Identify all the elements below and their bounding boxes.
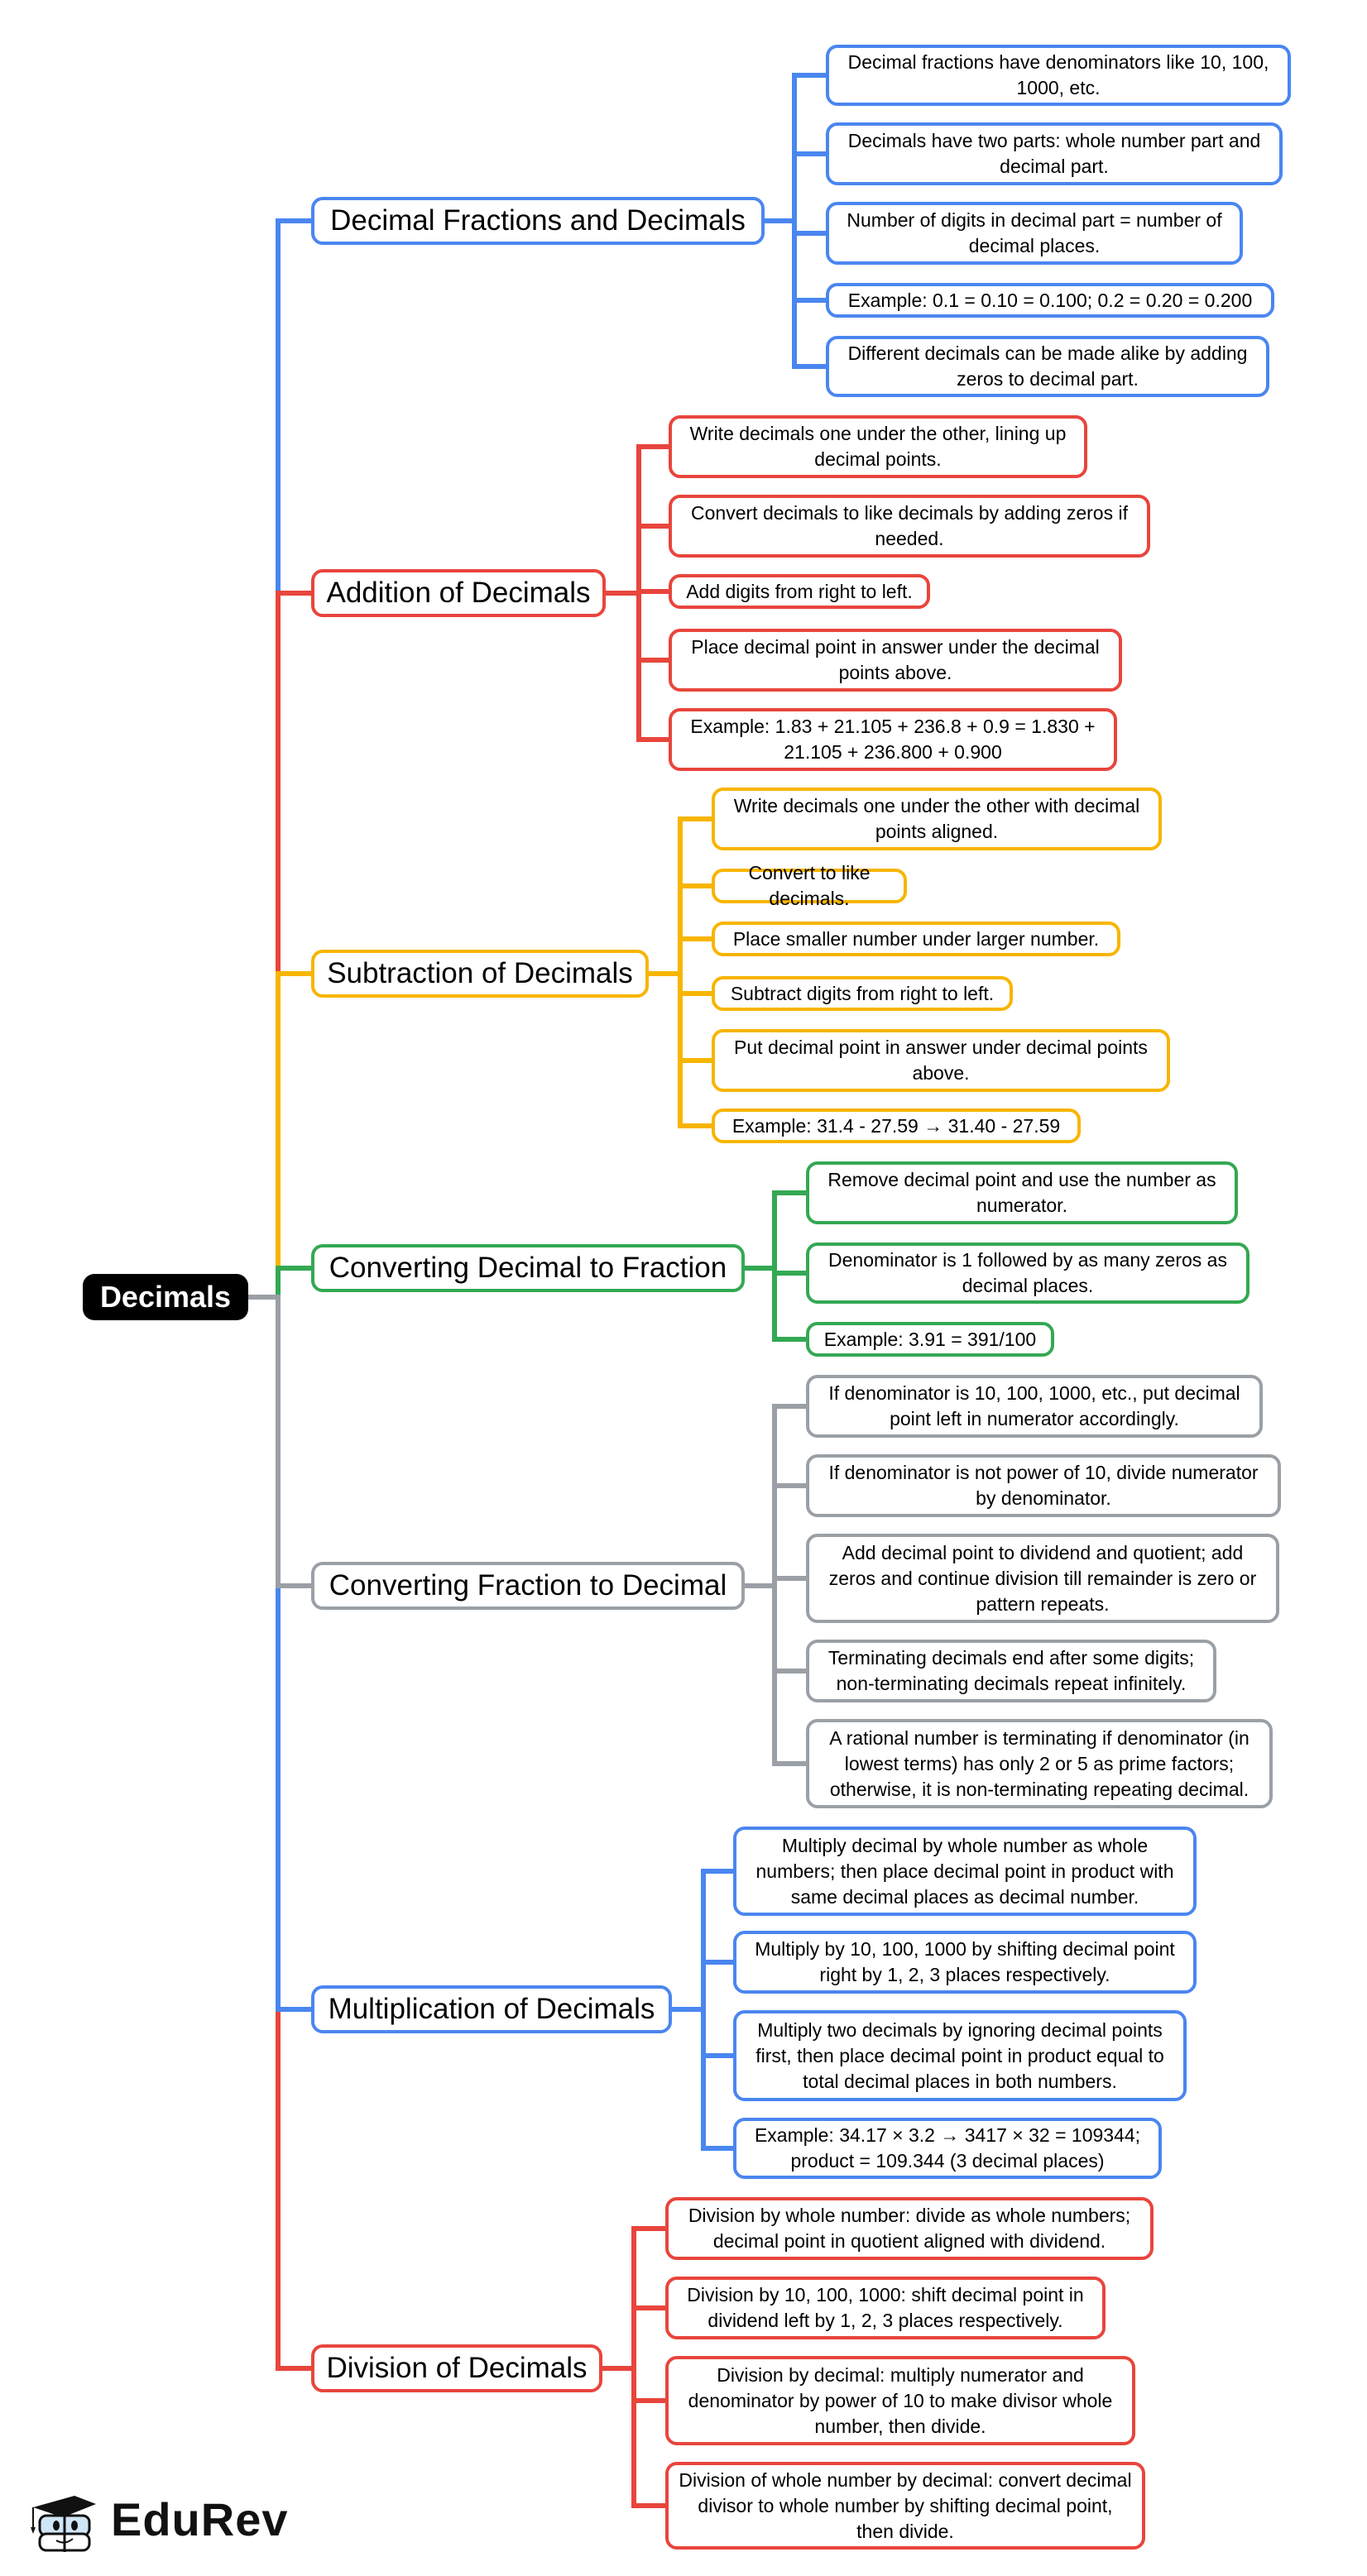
leaf-node: Division by 10, 100, 1000: shift decimal…	[665, 2277, 1106, 2339]
leaf-node: Denominator is 1 followed by as many zer…	[806, 1243, 1249, 1304]
leaf-node: If denominator is not power of 10, divid…	[806, 1454, 1281, 1517]
edurev-logo: EduRev	[25, 2486, 289, 2552]
leaf-node: Division by decimal: multiply numerator …	[665, 2356, 1135, 2445]
child-connector	[649, 936, 712, 976]
branch-node: Addition of Decimals	[311, 569, 606, 617]
leaf-node: Example: 0.1 = 0.10 = 0.100; 0.2 = 0.20 …	[826, 283, 1274, 318]
leaf-node: Multiply two decimals by ignoring decima…	[733, 2010, 1187, 2101]
child-connector	[765, 151, 826, 223]
leaf-node: Division by whole number: divide as whol…	[665, 2197, 1154, 2260]
child-connector	[602, 2366, 665, 2508]
branch-node: Converting Decimal to Fraction	[311, 1244, 745, 1292]
branch-node: Multiplication of Decimals	[311, 1985, 672, 2033]
trunk-connector	[248, 1266, 311, 1300]
leaf-node: Different decimals can be made alike by …	[826, 336, 1269, 397]
child-connector	[745, 1190, 806, 1271]
leaf-node: If denominator is 10, 100, 1000, etc., p…	[806, 1375, 1263, 1438]
child-connector	[745, 1266, 806, 1342]
child-connector	[606, 524, 669, 596]
leaf-node: Write decimals one under the other with …	[712, 788, 1162, 850]
trunk-connector	[248, 971, 311, 1300]
root-node: Decimals	[83, 1274, 248, 1320]
child-connector	[649, 971, 712, 1128]
branch-node: Subtraction of Decimals	[311, 950, 649, 998]
child-connector	[745, 1583, 806, 1766]
leaf-node: Example: 3.91 = 391/100	[806, 1322, 1054, 1357]
child-connector	[765, 218, 826, 369]
graduation-cap-mascot-icon	[31, 2496, 96, 2552]
leaf-node: Subtract digits from right to left.	[712, 976, 1013, 1011]
leaf-node: Remove decimal point and use the number …	[806, 1161, 1238, 1224]
leaf-node: Example: 1.83 + 21.105 + 236.8 + 0.9 = 1…	[669, 708, 1117, 771]
child-connector	[672, 2007, 733, 2151]
leaf-node: Example: 34.17 × 3.2 → 3417 × 32 = 10934…	[733, 2118, 1162, 2179]
leaf-node: Add decimal point to dividend and quotie…	[806, 1534, 1279, 1623]
leaf-node: Convert to like decimals.	[712, 862, 907, 909]
leaf-node: Write decimals one under the other, lini…	[669, 415, 1087, 478]
child-connector	[606, 591, 669, 742]
leaf-node: Put decimal point in answer under decima…	[712, 1029, 1170, 1092]
leaf-node: Example: 31.4 - 27.59 → 31.40 - 27.59	[712, 1108, 1081, 1143]
child-connector	[672, 1960, 733, 2012]
leaf-node: Place decimal point in answer under the …	[669, 629, 1122, 692]
branch-node: Decimal Fractions and Decimals	[311, 197, 765, 245]
child-connector	[602, 2305, 665, 2371]
leaf-node: A rational number is terminating if deno…	[806, 1719, 1273, 1808]
leaf-node: Terminating decimals end after some digi…	[806, 1640, 1216, 1702]
child-connector	[745, 1483, 806, 1588]
leaf-node: Decimals have two parts: whole number pa…	[826, 122, 1283, 185]
leaf-node: Convert decimals to like decimals by add…	[669, 495, 1150, 558]
leaf-node: Add digits from right to left.	[669, 574, 930, 609]
leaf-node: Decimal fractions have denominators like…	[826, 45, 1291, 106]
leaf-node: Multiply by 10, 100, 1000 by shifting de…	[733, 1931, 1197, 1994]
trunk-connector	[248, 1295, 311, 1588]
branch-node: Converting Fraction to Decimal	[311, 1562, 745, 1610]
branch-node: Division of Decimals	[311, 2344, 602, 2392]
leaf-node: Division of whole number by decimal: con…	[665, 2462, 1145, 2550]
leaf-node: Number of digits in decimal part = numbe…	[826, 202, 1243, 265]
leaf-node: Place smaller number under larger number…	[712, 922, 1120, 956]
logo-text: EduRev	[111, 2492, 289, 2545]
leaf-node: Multiply decimal by whole number as whol…	[733, 1827, 1197, 1916]
